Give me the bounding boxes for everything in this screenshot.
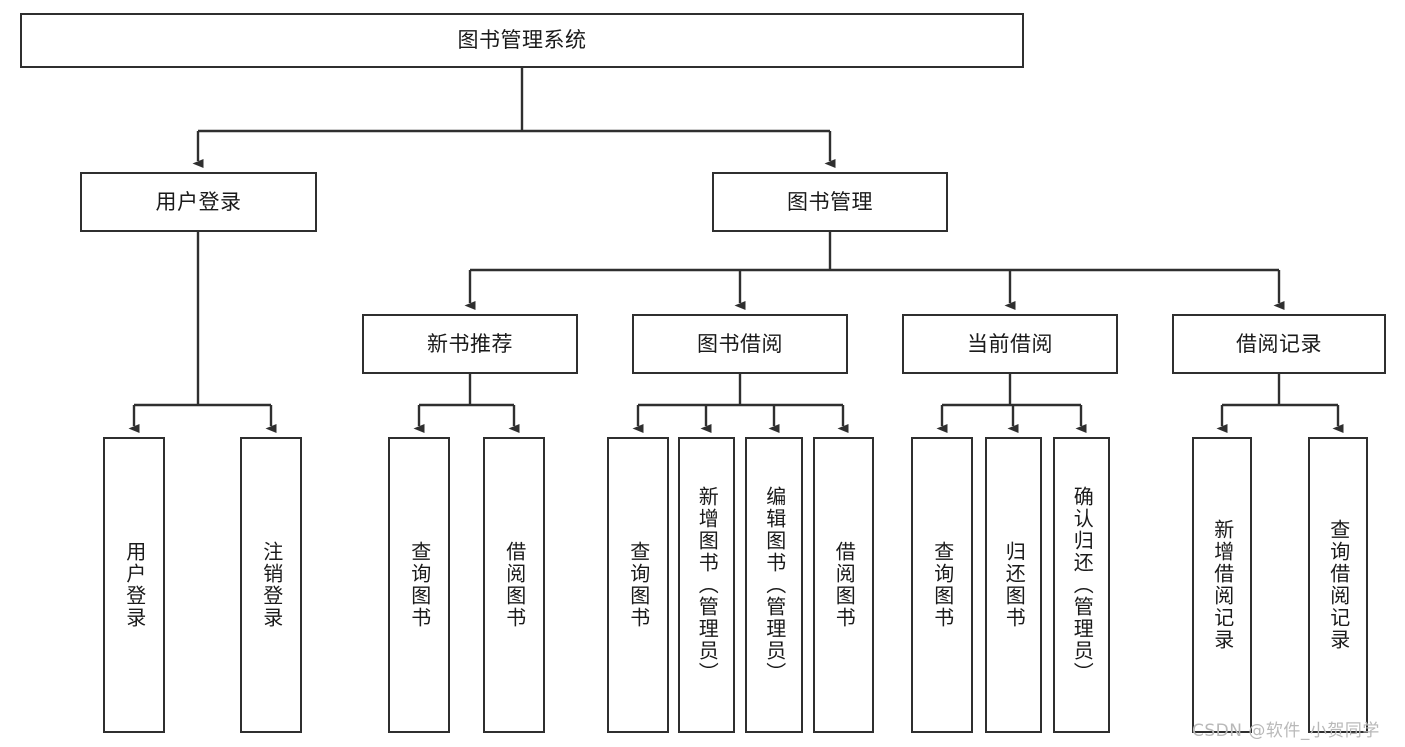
node-leaf-query-book-recommend[interactable]: 查询图书 [388,437,450,733]
node-label: 当前借阅 [967,331,1053,356]
node-label: 图书管理系统 [457,28,587,53]
node-label: 借阅图书 [502,541,527,629]
node-leaf-borrow-book[interactable]: 借阅图书 [813,437,874,733]
node-label: 编辑图书（管理员） [762,486,787,684]
node-leaf-query-borrow-record[interactable]: 查询借阅记录 [1308,437,1368,733]
node-label: 查询图书 [930,541,955,629]
node-label: 新增借阅记录 [1210,519,1235,651]
node-label: 图书借阅 [697,331,783,356]
node-leaf-logout[interactable]: 注销登录 [240,437,302,733]
node-user-login[interactable]: 用户登录 [80,172,317,232]
node-label: 图书管理 [787,189,873,214]
node-label: 查询图书 [626,541,651,629]
node-leaf-edit-book-admin[interactable]: 编辑图书（管理员） [745,437,803,733]
node-book-borrow[interactable]: 图书借阅 [632,314,848,374]
node-leaf-borrow-book-recommend[interactable]: 借阅图书 [483,437,545,733]
node-label: 用户登录 [155,189,242,214]
node-leaf-add-borrow-record[interactable]: 新增借阅记录 [1192,437,1252,733]
node-label: 查询图书 [407,541,432,629]
node-label: 借阅图书 [832,541,857,629]
node-label: 用户登录 [122,541,147,629]
node-label: 确认归还（管理员） [1070,486,1095,684]
node-new-book-recommend[interactable]: 新书推荐 [362,314,578,374]
node-leaf-confirm-return-admin[interactable]: 确认归还（管理员） [1053,437,1110,733]
node-borrow-record[interactable]: 借阅记录 [1172,314,1386,374]
csdn-watermark: CSDN @软件_小贺同学 [1192,721,1380,741]
node-label: 借阅记录 [1236,331,1322,356]
node-leaf-add-book-admin[interactable]: 新增图书（管理员） [678,437,735,733]
node-label: 新书推荐 [427,331,513,356]
node-leaf-user-login[interactable]: 用户登录 [103,437,165,733]
node-label: 归还图书 [1002,541,1027,629]
node-label: 注销登录 [259,541,284,629]
node-label: 查询借阅记录 [1326,519,1351,651]
node-leaf-query-book-current[interactable]: 查询图书 [911,437,973,733]
node-leaf-query-book-borrow[interactable]: 查询图书 [607,437,669,733]
node-book-management[interactable]: 图书管理 [712,172,948,232]
node-leaf-return-book[interactable]: 归还图书 [985,437,1042,733]
node-root-system[interactable]: 图书管理系统 [20,13,1024,68]
node-current-borrow[interactable]: 当前借阅 [902,314,1118,374]
node-label: 新增图书（管理员） [695,486,720,684]
